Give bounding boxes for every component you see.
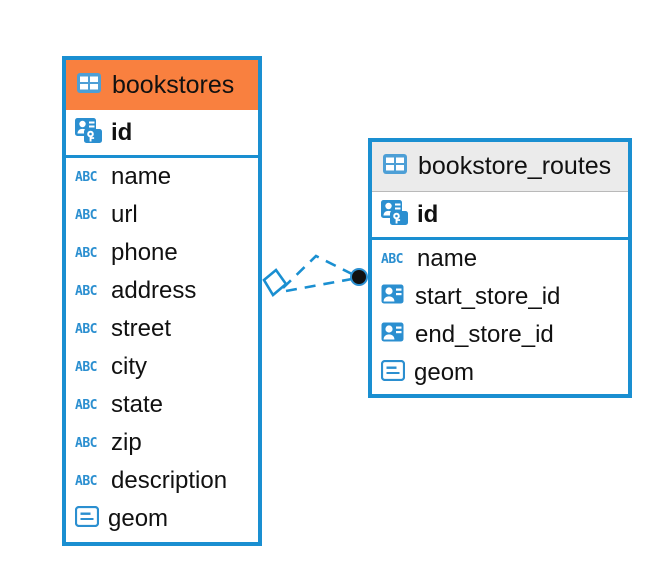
entity-table-bookstores[interactable]: bookstores id: [62, 56, 262, 546]
foreign-key-icon: [381, 284, 406, 310]
relationship-source-diamond[interactable]: [262, 268, 288, 297]
field-row-zip[interactable]: ABC zip: [66, 424, 258, 462]
entity-title: bookstores: [112, 70, 235, 99]
field-label: city: [111, 353, 147, 380]
field-row-id[interactable]: id: [372, 192, 628, 240]
field-label: state: [111, 391, 164, 418]
abc-icon: ABC: [75, 473, 97, 489]
field-row-name[interactable]: ABC name: [66, 158, 258, 196]
field-row-geom[interactable]: geom: [372, 354, 628, 392]
relationship-line-lower[interactable]: [285, 277, 353, 293]
field-label: geom: [414, 359, 475, 386]
entity-table-bookstore-routes[interactable]: bookstore_routes id: [368, 138, 632, 398]
geometry-icon: [74, 505, 100, 532]
abc-icon: ABC: [75, 321, 97, 337]
field-row-street[interactable]: ABC street: [66, 310, 258, 348]
field-label: address: [111, 277, 197, 304]
field-label: name: [417, 245, 478, 272]
field-row-geom[interactable]: geom: [66, 500, 258, 538]
entity-title: bookstore_routes: [418, 152, 612, 180]
primary-key-icon: [381, 199, 408, 230]
field-label: url: [111, 201, 138, 228]
field-row-name[interactable]: ABC name: [372, 240, 628, 278]
abc-icon: ABC: [75, 207, 97, 223]
entity-header-bookstores[interactable]: bookstores: [66, 60, 258, 110]
field-row-start-store-id[interactable]: start_store_id: [372, 278, 628, 316]
table-icon: [382, 153, 408, 180]
field-label: end_store_id: [415, 321, 554, 348]
field-row-city[interactable]: ABC city: [66, 348, 258, 386]
field-label: start_store_id: [415, 283, 561, 310]
relationship-target-halo: [350, 268, 368, 286]
abc-icon: ABC: [381, 251, 403, 267]
field-label: name: [111, 163, 172, 190]
field-label: street: [111, 315, 172, 342]
field-row-url[interactable]: ABC url: [66, 196, 258, 234]
field-label: phone: [111, 239, 178, 266]
table-icon: [76, 72, 102, 99]
primary-key-icon: [75, 117, 102, 148]
field-row-description[interactable]: ABC description: [66, 462, 258, 500]
abc-icon: ABC: [75, 359, 97, 375]
field-label: id: [417, 200, 439, 228]
relationship-target-dot[interactable]: [352, 270, 366, 284]
field-label: geom: [108, 505, 169, 532]
abc-icon: ABC: [75, 435, 97, 451]
field-list-bookstores: ABC name ABC url ABC phone ABC address A…: [66, 158, 258, 538]
abc-icon: ABC: [75, 245, 97, 261]
field-label: id: [111, 118, 133, 146]
field-label: description: [111, 467, 228, 494]
field-row-state[interactable]: ABC state: [66, 386, 258, 424]
field-label: zip: [111, 429, 142, 456]
abc-icon: ABC: [75, 283, 97, 299]
abc-icon: ABC: [75, 169, 97, 185]
relationship-line-upper[interactable]: [282, 254, 353, 289]
field-row-phone[interactable]: ABC phone: [66, 234, 258, 272]
foreign-key-icon: [381, 322, 406, 348]
abc-icon: ABC: [75, 397, 97, 413]
field-row-end-store-id[interactable]: end_store_id: [372, 316, 628, 354]
field-row-address[interactable]: ABC address: [66, 272, 258, 310]
entity-header-bookstore-routes[interactable]: bookstore_routes: [372, 142, 628, 192]
field-list-bookstore-routes: ABC name start_store_id: [372, 240, 628, 392]
field-row-id[interactable]: id: [66, 110, 258, 158]
geometry-icon: [380, 359, 406, 386]
